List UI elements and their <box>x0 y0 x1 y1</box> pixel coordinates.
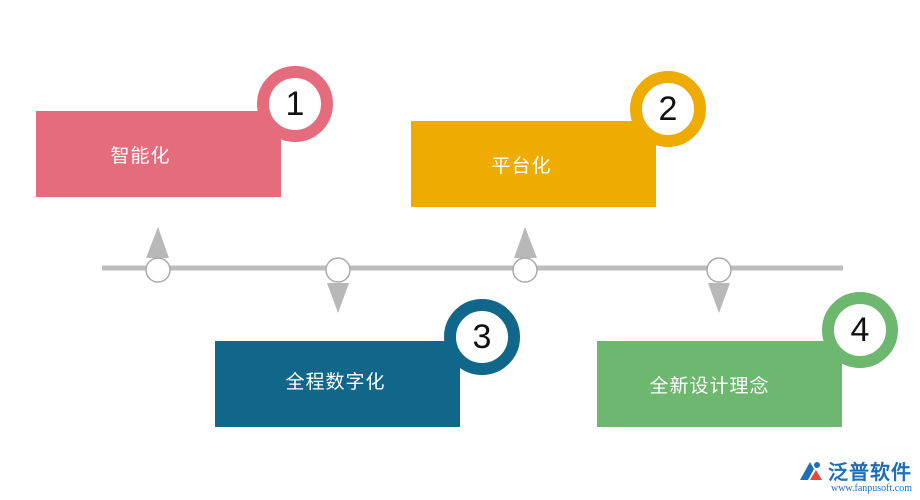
node-1 <box>145 257 171 283</box>
milestone-card-1: 智能化 <box>36 111 281 197</box>
node-2 <box>512 257 538 283</box>
node-3 <box>325 257 351 283</box>
milestone-badge-2: 2 <box>630 71 706 147</box>
watermark-url: www.fanpusoft.com <box>830 483 912 494</box>
arrow-down-4 <box>708 283 730 313</box>
milestone-badge-1: 1 <box>257 66 333 142</box>
milestone-card-2: 平台化 <box>411 121 656 207</box>
milestone-label-2: 平台化 <box>491 154 552 177</box>
arrow-up-1 <box>146 227 169 258</box>
arrow-up-2 <box>514 227 537 258</box>
milestone-card-4: 全新设计理念 <box>597 341 842 427</box>
fanpu-logo-icon <box>800 461 822 480</box>
milestone-label-3: 全程数字化 <box>285 370 386 393</box>
milestone-label-1: 智能化 <box>110 144 171 167</box>
milestone-label-4: 全新设计理念 <box>649 374 770 397</box>
node-4 <box>706 257 732 283</box>
milestone-badge-4: 4 <box>822 292 898 368</box>
milestone-number-3: 3 <box>472 317 492 356</box>
milestone-number-1: 1 <box>285 84 305 123</box>
milestone-card-3: 全程数字化 <box>215 341 460 427</box>
milestone-number-4: 4 <box>850 310 870 349</box>
watermark-name: 泛普软件 <box>828 460 912 484</box>
milestone-badge-3: 3 <box>444 299 520 375</box>
arrow-down-3 <box>327 283 349 313</box>
watermark: 泛普软件 www.fanpusoft.com <box>798 456 912 494</box>
milestone-number-2: 2 <box>658 89 678 128</box>
